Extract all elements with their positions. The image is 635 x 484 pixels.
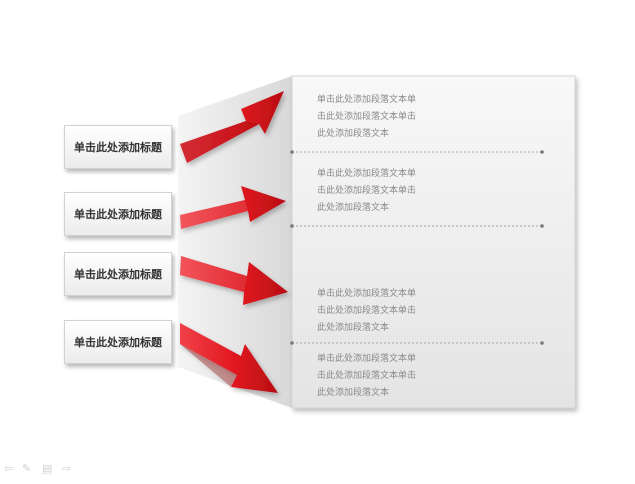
divider-1-dot-right (540, 150, 544, 154)
title-box-2[interactable]: 单击此处添加标题 (64, 192, 172, 236)
title-box-1[interactable]: 单击此处添加标题 (64, 125, 172, 169)
divider-3-dot-left (290, 341, 294, 345)
paragraph-line: 此处添加段落文本 (317, 129, 390, 139)
title-box-3[interactable]: 单击此处添加标题 (64, 252, 172, 296)
title-text-3: 单击此处添加标题 (74, 268, 162, 281)
panel-dividers (290, 150, 544, 345)
arrows (180, 91, 288, 393)
divider-3-dot-right (540, 341, 544, 345)
pen-icon[interactable]: ✎ (22, 462, 32, 475)
arrow-right-icon[interactable]: ⇨ (62, 462, 72, 475)
title-text-1: 单击此处添加标题 (74, 141, 162, 154)
paragraph-line: 单击此处添加段落文本单 (317, 169, 417, 179)
paragraph-block-2[interactable]: 单击此处添加段落文本单 击此处添加段落文本单击 此处添加段落文本 (317, 166, 457, 217)
paragraph-line: 此处添加段落文本 (317, 388, 390, 398)
paragraph-block-1[interactable]: 单击此处添加段落文本单 击此处添加段落文本单击 此处添加段落文本 (317, 92, 457, 143)
arrow-1 (180, 91, 284, 163)
arrow-left-icon[interactable]: ⇦ (4, 462, 14, 475)
paragraph-line: 此处添加段落文本 (317, 203, 390, 213)
paragraph-line: 击此处添加段落文本单击 (317, 186, 417, 196)
menu-icon[interactable]: ▤ (42, 462, 53, 475)
paragraph-block-4[interactable]: 单击此处添加段落文本单 击此处添加段落文本单击 此处添加段落文本 (317, 351, 457, 402)
paragraph-line: 此处添加段落文本 (317, 323, 390, 333)
divider-1-dot-left (290, 150, 294, 154)
divider-2-dot-right (540, 224, 544, 228)
paragraph-line: 击此处添加段落文本单击 (317, 371, 417, 381)
title-box-4[interactable]: 单击此处添加标题 (64, 320, 172, 364)
paragraph-line: 击此处添加段落文本单击 (317, 306, 417, 316)
paragraph-line: 单击此处添加段落文本单 (317, 95, 417, 105)
paragraph-line: 单击此处添加段落文本单 (317, 289, 417, 299)
title-text-4: 单击此处添加标题 (74, 336, 162, 349)
arrow-3 (180, 256, 288, 305)
paragraph-line: 单击此处添加段落文本单 (317, 354, 417, 364)
arrow-4 (180, 323, 278, 393)
title-text-2: 单击此处添加标题 (74, 208, 162, 221)
arrow-2 (180, 186, 286, 229)
panel-side-wall (178, 76, 292, 408)
paragraph-line: 击此处添加段落文本单击 (317, 112, 417, 122)
divider-2-dot-left (290, 224, 294, 228)
paragraph-block-3[interactable]: 单击此处添加段落文本单 击此处添加段落文本单击 此处添加段落文本 (317, 286, 457, 337)
content-panel (291, 75, 576, 409)
